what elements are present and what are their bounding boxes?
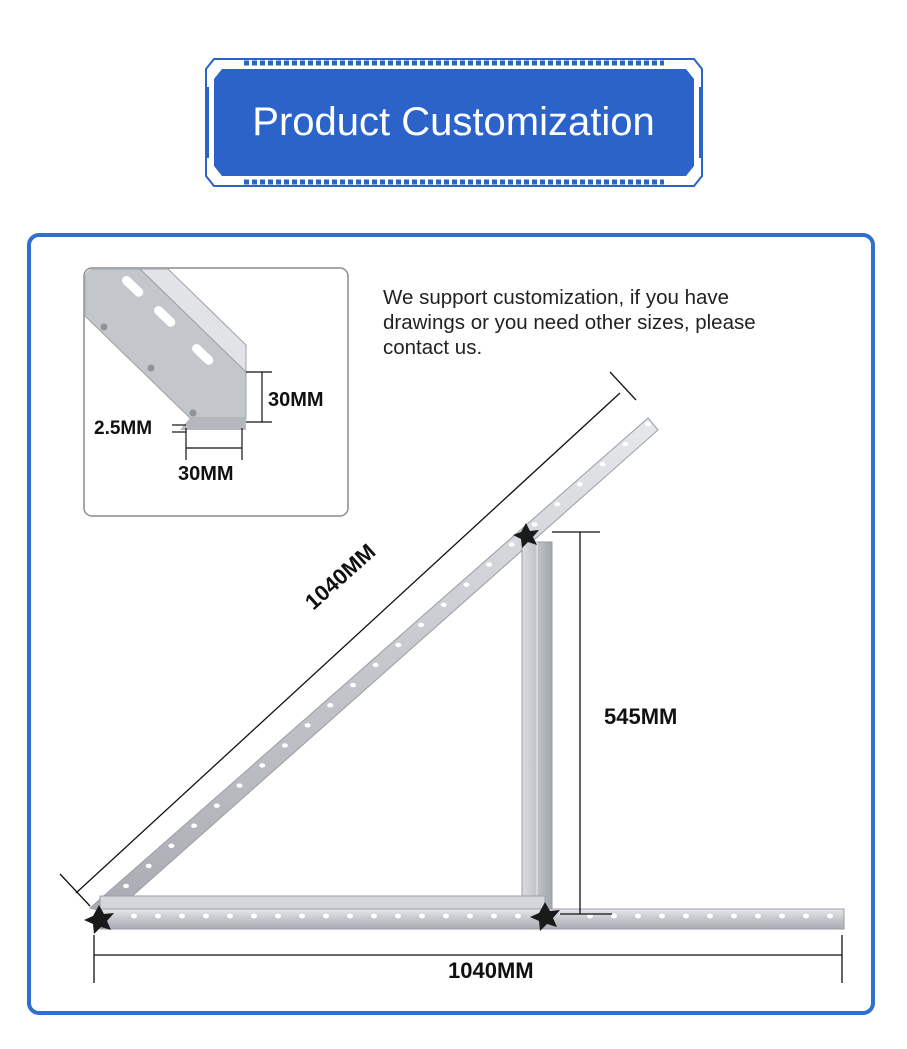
mounting-hole (179, 913, 185, 919)
base-bar-holes (131, 913, 833, 919)
base-length-label: 1040MM (448, 958, 534, 983)
mounting-hole (486, 562, 493, 567)
profile-thickness-label: 2.5MM (94, 418, 153, 439)
mounting-hole (395, 913, 401, 919)
mounting-hole (576, 482, 583, 487)
vertical-support (521, 541, 553, 913)
mounting-hole (123, 883, 129, 889)
knob-icon (513, 523, 539, 548)
diagonal-bar-holes (123, 421, 651, 889)
mounting-hole (395, 642, 402, 648)
mounting-hole (611, 913, 617, 919)
mounting-hole (259, 763, 266, 768)
mounting-hole (251, 913, 257, 919)
mounting-hole (371, 913, 377, 919)
mounting-hole (508, 542, 515, 547)
mounting-hole (191, 823, 198, 828)
mounting-hole (515, 913, 521, 919)
mounting-hole (587, 913, 593, 919)
mounting-hole (779, 913, 785, 919)
vertical-dimension-line (552, 531, 612, 915)
profile-width-label: 30MM (178, 463, 234, 485)
mounting-hole (275, 913, 281, 919)
mounting-hole (731, 913, 737, 919)
mounting-hole (213, 803, 220, 808)
description-line: drawings or you need other sizes, please (383, 311, 756, 334)
mounting-hole (155, 913, 161, 919)
mounting-hole (372, 662, 379, 668)
mounting-hole (827, 913, 833, 919)
base-dimension-line (93, 935, 843, 983)
mounting-hole (131, 913, 137, 919)
mounting-hole (443, 913, 449, 919)
mounting-hole (347, 913, 353, 919)
mounting-hole (203, 913, 209, 919)
mounting-hole (531, 522, 538, 527)
diagonal-dimension-line (59, 371, 637, 907)
mounting-hole (227, 913, 233, 919)
mounting-hole (645, 421, 651, 427)
profile-height-label: 30MM (268, 389, 324, 411)
mounting-hole (635, 913, 641, 919)
mounting-hole (463, 582, 470, 587)
mounting-hole (236, 783, 243, 788)
mounting-hole (281, 743, 288, 748)
description-line: We support customization, if you have (383, 286, 730, 309)
angle-profile-inset (83, 267, 349, 517)
page-title: Product Customization (252, 100, 655, 144)
mounting-hole (467, 913, 473, 919)
mounting-hole (350, 682, 356, 688)
vertical-length-label: 545MM (604, 704, 678, 729)
mounting-hole (419, 913, 425, 919)
mounting-hole (304, 723, 311, 728)
mounting-hole (554, 502, 561, 507)
mounting-hole (599, 462, 606, 467)
base-bar (99, 895, 845, 930)
mounting-hole (622, 441, 629, 447)
mounting-hole (491, 913, 497, 919)
mounting-hole (299, 913, 305, 919)
customization-description: We support customization, if you have dr… (383, 285, 823, 360)
mounting-hole (659, 913, 665, 919)
knob-icon (530, 902, 560, 931)
mounting-hole (168, 843, 175, 848)
mounting-hole (803, 913, 809, 919)
mounting-hole (323, 913, 329, 919)
mounting-hole (327, 703, 334, 708)
description-line: contact us. (383, 336, 483, 359)
mounting-hole (440, 602, 447, 607)
mounting-hole (145, 863, 152, 869)
mounting-hole (418, 622, 424, 628)
knob-icon (84, 905, 114, 934)
mounting-hole (707, 913, 713, 919)
banner-frame (205, 58, 703, 187)
mounting-hole (683, 913, 689, 919)
title-banner (204, 57, 704, 188)
mounting-hole (755, 913, 761, 919)
